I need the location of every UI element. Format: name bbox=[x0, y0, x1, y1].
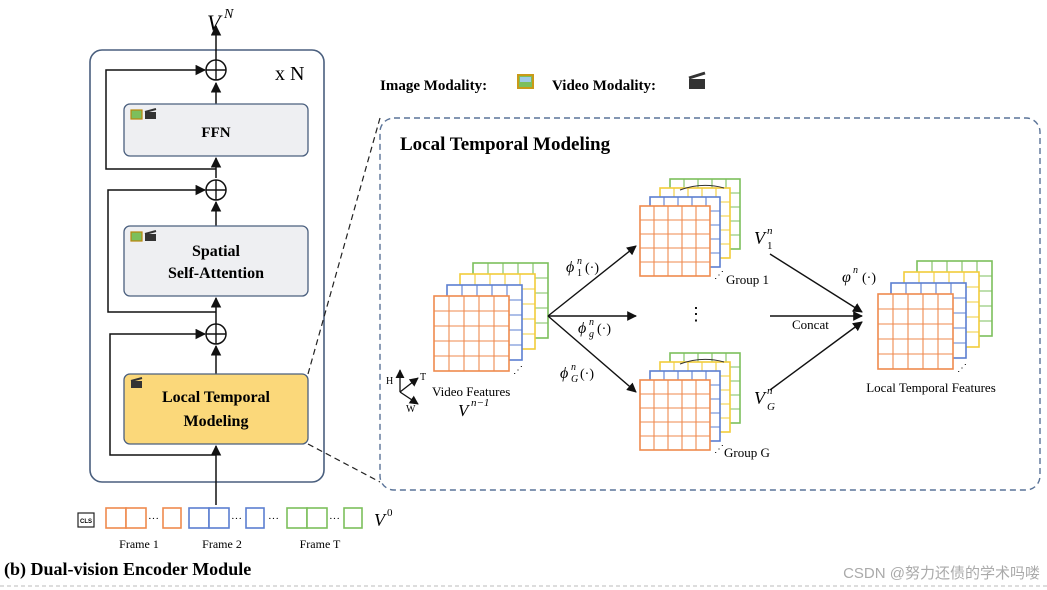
ltm-label-line2: Modeling bbox=[184, 413, 249, 430]
local-temporal-modeling-block bbox=[123, 373, 309, 445]
input-symbol: V bbox=[458, 401, 471, 420]
svg-text:···: ··· bbox=[148, 513, 159, 525]
vertical-ellipsis: ⋮ bbox=[687, 304, 705, 324]
group-G-feature-stack-ellipsis: ⋰ bbox=[714, 444, 724, 455]
svg-text:n: n bbox=[589, 317, 594, 328]
phi-1-label: ϕ n 1 (·) bbox=[566, 256, 599, 279]
video-modality-label: Video Modality: bbox=[552, 78, 656, 94]
svg-text:···: ··· bbox=[329, 513, 340, 525]
v1-label: V n 1 bbox=[754, 225, 773, 252]
input-feature-stack-ellipsis: ⋰ bbox=[513, 365, 523, 376]
temporal-window-bracket bbox=[679, 184, 725, 191]
residual-add-icon bbox=[205, 179, 227, 201]
axis-t-label: T bbox=[420, 372, 426, 383]
input-features-label: Video Features bbox=[432, 384, 510, 399]
ltm-panel-title: Local Temporal Modeling bbox=[400, 134, 611, 155]
ffn-label: FFN bbox=[201, 125, 230, 141]
frame1-label: Frame 1 bbox=[119, 537, 159, 551]
frameT-label: Frame T bbox=[300, 537, 341, 551]
video-modality-icon bbox=[688, 71, 706, 89]
phi-G-label: ϕ n G (·) bbox=[560, 362, 594, 385]
output-feature-stack-ellipsis: ⋰ bbox=[957, 363, 967, 374]
image-modality-icon bbox=[130, 109, 143, 120]
image-modality-label: Image Modality: bbox=[380, 78, 487, 94]
ltm-label-line1: Local Temporal bbox=[162, 389, 271, 406]
svg-text:ϕ: ϕ bbox=[578, 320, 586, 337]
modality-legend: Image Modality: Video Modality: bbox=[380, 71, 706, 94]
svg-text:1: 1 bbox=[577, 268, 582, 279]
svg-text:···: ··· bbox=[231, 513, 242, 525]
svg-text:(·): (·) bbox=[862, 271, 876, 286]
output-sup: N bbox=[223, 7, 234, 22]
image-modality-icon bbox=[517, 74, 534, 89]
svg-text:n: n bbox=[577, 256, 582, 267]
svg-text:φ: φ bbox=[842, 269, 851, 286]
figure-caption: (b) Dual-vision Encoder Module bbox=[4, 559, 251, 580]
output-symbol: V bbox=[207, 10, 223, 35]
cls-token bbox=[77, 512, 95, 528]
svg-text:G: G bbox=[767, 401, 775, 413]
v0-sup: 0 bbox=[387, 507, 393, 519]
phi-g-label: ϕ n g (·) bbox=[578, 317, 611, 340]
encoder-block: V N x N bbox=[89, 7, 325, 505]
residual-add-icon bbox=[205, 323, 227, 345]
watermark: CSDN @努力还债的学术吗喽 bbox=[843, 565, 1040, 582]
varphi-label: φ n (·) bbox=[842, 265, 876, 286]
input-feature-stack-layer bbox=[433, 295, 510, 372]
svg-text:ϕ: ϕ bbox=[560, 365, 568, 382]
svg-text:n: n bbox=[853, 265, 858, 276]
ltm-detail-panel bbox=[379, 117, 1041, 491]
axes-icon bbox=[395, 369, 419, 405]
svg-text:(·): (·) bbox=[597, 322, 611, 337]
frame-tokens-row: CLS ··· ··· ··· ··· V 0 Frame 1 Frame 2 … bbox=[77, 507, 393, 551]
group-G-label: Group G bbox=[724, 445, 770, 460]
svg-text:1: 1 bbox=[767, 240, 773, 252]
group-G-feature-stack-layer bbox=[639, 379, 711, 451]
image-modality-icon bbox=[130, 231, 143, 242]
svg-text:V: V bbox=[754, 228, 767, 248]
v0-symbol: V bbox=[374, 510, 387, 530]
ssa-label-line2: Self-Attention bbox=[168, 265, 264, 282]
video-modality-icon bbox=[144, 108, 157, 119]
svg-text:n: n bbox=[767, 225, 773, 237]
axis-w-label: W bbox=[406, 404, 416, 415]
group-1-feature-stack-layer bbox=[639, 205, 711, 277]
svg-text:···: ··· bbox=[268, 513, 279, 525]
axis-h-label: H bbox=[386, 376, 393, 387]
svg-text:(·): (·) bbox=[585, 261, 599, 276]
output-features-label: Local Temporal Features bbox=[866, 380, 996, 395]
svg-text:ϕ: ϕ bbox=[566, 259, 574, 276]
frame2-label: Frame 2 bbox=[202, 537, 242, 551]
concat-label: Concat bbox=[792, 317, 829, 332]
group-1-feature-stack-ellipsis: ⋰ bbox=[714, 270, 724, 281]
vG-label: V n G bbox=[754, 385, 775, 413]
group-1-label: Group 1 bbox=[726, 272, 769, 287]
svg-text:G: G bbox=[571, 374, 578, 385]
video-modality-icon bbox=[130, 377, 143, 388]
spatial-self-attention-block bbox=[123, 225, 309, 297]
cls-label: CLS bbox=[80, 519, 92, 525]
residual-add-icon bbox=[205, 59, 227, 81]
ssa-label-line1: Spatial bbox=[192, 243, 241, 260]
svg-text:n: n bbox=[571, 362, 576, 373]
svg-text:V: V bbox=[754, 388, 767, 408]
output-feature-stack-layer bbox=[877, 293, 954, 370]
repeat-label: x N bbox=[275, 63, 304, 85]
svg-text:n: n bbox=[767, 385, 773, 397]
temporal-window-bracket bbox=[679, 358, 725, 365]
video-modality-icon bbox=[144, 230, 157, 241]
input-sup: n−1 bbox=[471, 397, 489, 409]
svg-text:(·): (·) bbox=[580, 367, 594, 382]
ffn-block bbox=[123, 103, 309, 157]
svg-text:g: g bbox=[589, 329, 594, 340]
